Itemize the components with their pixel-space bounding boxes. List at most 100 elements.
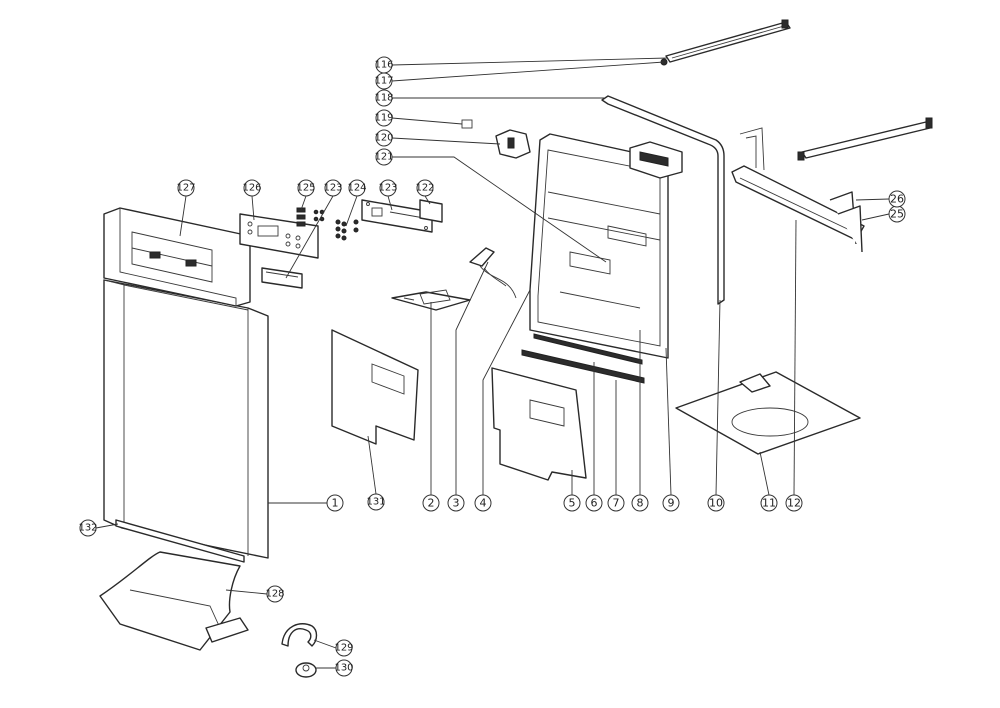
callout-number: 1 — [332, 497, 339, 510]
leader-line-127 — [179, 195, 187, 237]
leader-line-26 — [855, 198, 890, 201]
callout-circle — [422, 494, 440, 512]
callout-120: 120 — [374, 129, 394, 147]
callout-circle — [243, 179, 261, 197]
callout-9: 9 — [662, 494, 680, 512]
callout-3: 3 — [447, 494, 465, 512]
hose-clip — [281, 623, 318, 647]
leader-line-121 — [392, 156, 607, 263]
callout-26: 26 — [888, 190, 906, 208]
callout-number: 3 — [453, 497, 460, 510]
callout-131: 131 — [366, 493, 386, 511]
callout-number: 116 — [374, 60, 393, 71]
display-bar — [261, 267, 303, 289]
callout-circle — [375, 129, 393, 147]
callout-number: 126 — [242, 183, 261, 194]
leader-lines — [95, 57, 890, 669]
control-panel-housing — [103, 207, 251, 307]
leader-line-124 — [345, 195, 358, 227]
lower-insulation-sheet — [491, 367, 587, 481]
callout-circle — [563, 494, 581, 512]
callout-circle — [324, 179, 342, 197]
callout-4: 4 — [474, 494, 492, 512]
callout-circle — [375, 89, 393, 107]
leader-line-132 — [95, 523, 119, 529]
small-plate — [419, 199, 443, 223]
leader-line-9 — [665, 347, 672, 496]
callout-number: 8 — [637, 497, 644, 510]
callout-circle — [177, 179, 195, 197]
callout-circle — [707, 494, 725, 512]
callout-circle — [379, 179, 397, 197]
callout-number: 11 — [762, 497, 776, 510]
control-board — [239, 213, 319, 259]
dispenser-assembly — [461, 119, 531, 159]
callout-127: 127 — [176, 179, 196, 197]
callout-circle — [266, 585, 284, 603]
callout-128: 128 — [265, 585, 285, 603]
gasket-strips — [521, 333, 645, 384]
callout-123: 123 — [323, 179, 343, 197]
callout-125: 125 — [296, 179, 316, 197]
callout-number: 120 — [374, 133, 393, 144]
leader-line-117 — [391, 61, 665, 82]
callout-126: 126 — [242, 179, 262, 197]
callout-number: 2 — [428, 497, 435, 510]
leader-line-123 — [285, 195, 334, 279]
leader-line-126 — [251, 195, 255, 221]
callout-number: 131 — [366, 497, 385, 508]
callout-number: 129 — [334, 643, 353, 654]
callout-circle — [474, 494, 492, 512]
callout-circle — [447, 494, 465, 512]
callout-number: 123 — [378, 183, 397, 194]
base-plate — [675, 371, 861, 455]
callout-number: 9 — [668, 497, 675, 510]
callout-circle — [662, 494, 680, 512]
callout-number: 117 — [374, 76, 393, 87]
leader-line-123 — [387, 195, 393, 211]
side-rail — [731, 127, 865, 241]
callout-circle — [785, 494, 803, 512]
leader-line-116 — [391, 57, 669, 66]
callout-circle — [335, 639, 353, 657]
callout-circle — [888, 190, 906, 208]
callout-7: 7 — [607, 494, 625, 512]
insulation-sheet — [331, 329, 419, 445]
callout-123: 123 — [378, 179, 398, 197]
callout-circle — [335, 659, 353, 677]
callout-number: 4 — [480, 497, 487, 510]
button-cluster — [296, 207, 325, 227]
callout-11: 11 — [760, 494, 778, 512]
callout-129: 129 — [334, 639, 354, 657]
door-panel — [103, 279, 269, 559]
callout-circle — [631, 494, 649, 512]
callout-5: 5 — [563, 494, 581, 512]
kick-panel — [99, 551, 249, 651]
callout-circle — [760, 494, 778, 512]
callout-118: 118 — [374, 89, 394, 107]
callout-132: 132 — [78, 519, 98, 537]
callout-number: 128 — [265, 589, 284, 600]
callout-circle — [79, 519, 97, 537]
leader-line-131 — [367, 435, 377, 495]
bracket-pair — [829, 191, 863, 253]
callout-number: 125 — [296, 183, 315, 194]
callout-2: 2 — [422, 494, 440, 512]
callout-1: 1 — [326, 494, 344, 512]
callout-circle — [348, 179, 366, 197]
leader-line-119 — [391, 117, 463, 125]
callout-number: 26 — [890, 193, 904, 206]
callout-130: 130 — [334, 659, 354, 677]
callout-number: 122 — [415, 183, 434, 194]
callout-number: 10 — [709, 497, 723, 510]
callout-number: 118 — [374, 93, 393, 104]
leader-line-4 — [482, 289, 531, 495]
callout-119: 119 — [374, 109, 394, 127]
small-fitting — [295, 662, 317, 678]
top-rail — [660, 19, 791, 66]
leader-line-12 — [793, 219, 797, 496]
callout-116: 116 — [374, 56, 394, 74]
callout-8: 8 — [631, 494, 649, 512]
callout-number: 7 — [613, 497, 620, 510]
